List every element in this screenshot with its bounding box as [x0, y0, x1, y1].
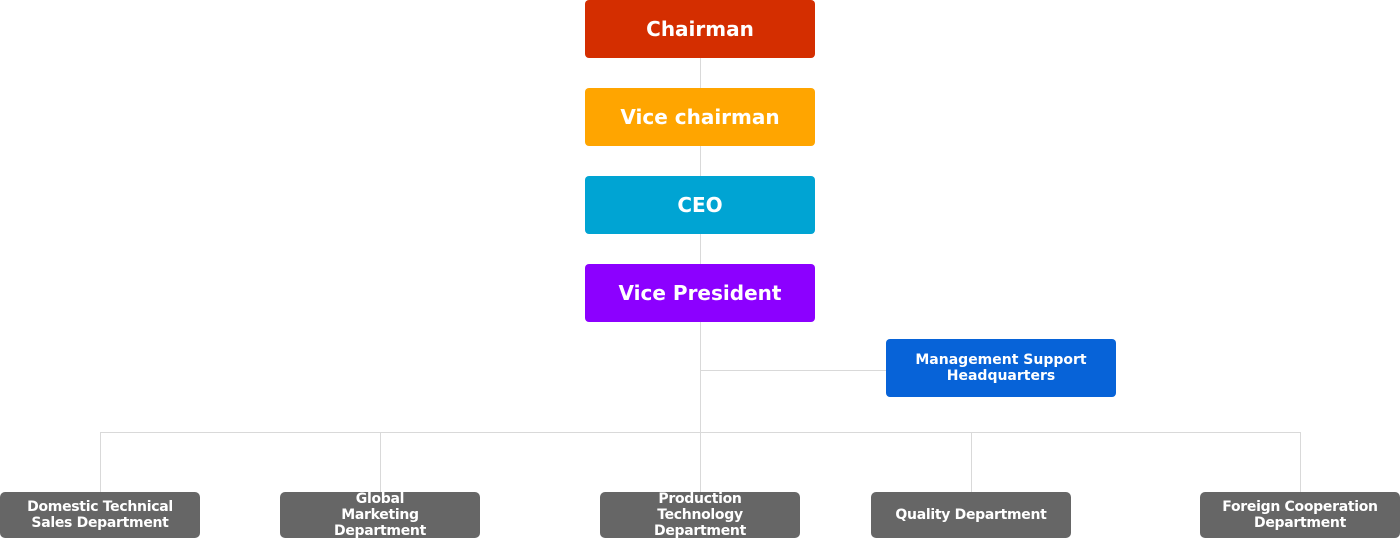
chairman-box: Chairman [585, 0, 815, 58]
department-foreign-cooperation: Foreign Cooperation Department [1200, 492, 1400, 538]
vice-chairman-box: Vice chairman [585, 88, 815, 146]
department-label: Domestic Technical Sales Department [27, 499, 173, 531]
management-support-box: Management Support Headquarters [886, 339, 1116, 397]
department-label: Foreign Cooperation Department [1222, 499, 1378, 531]
ceo-label: CEO [677, 193, 723, 217]
department-label: Global Marketing Department [334, 491, 426, 539]
department-label: Quality Department [895, 507, 1047, 523]
chairman-label: Chairman [646, 17, 754, 41]
connector-management-branch [700, 370, 886, 371]
vice-chairman-label: Vice chairman [620, 105, 780, 129]
department-production-technology: Production Technology Department [600, 491, 800, 539]
vice-president-box: Vice President [585, 264, 815, 322]
department-quality: Quality Department [871, 492, 1071, 538]
management-support-label: Management Support Headquarters [915, 352, 1087, 384]
department-label: Production Technology Department [654, 491, 746, 539]
vice-president-label: Vice President [618, 281, 782, 305]
connector-dept-4 [971, 432, 972, 492]
connector-departments-bar [100, 432, 1301, 433]
department-domestic-technical-sales: Domestic Technical Sales Department [0, 492, 200, 538]
connector-dept-5 [1300, 432, 1301, 492]
department-global-marketing: Global Marketing Department [280, 491, 480, 539]
connector-dept-2 [380, 432, 381, 492]
ceo-box: CEO [585, 176, 815, 234]
connector-dept-1 [100, 432, 101, 492]
